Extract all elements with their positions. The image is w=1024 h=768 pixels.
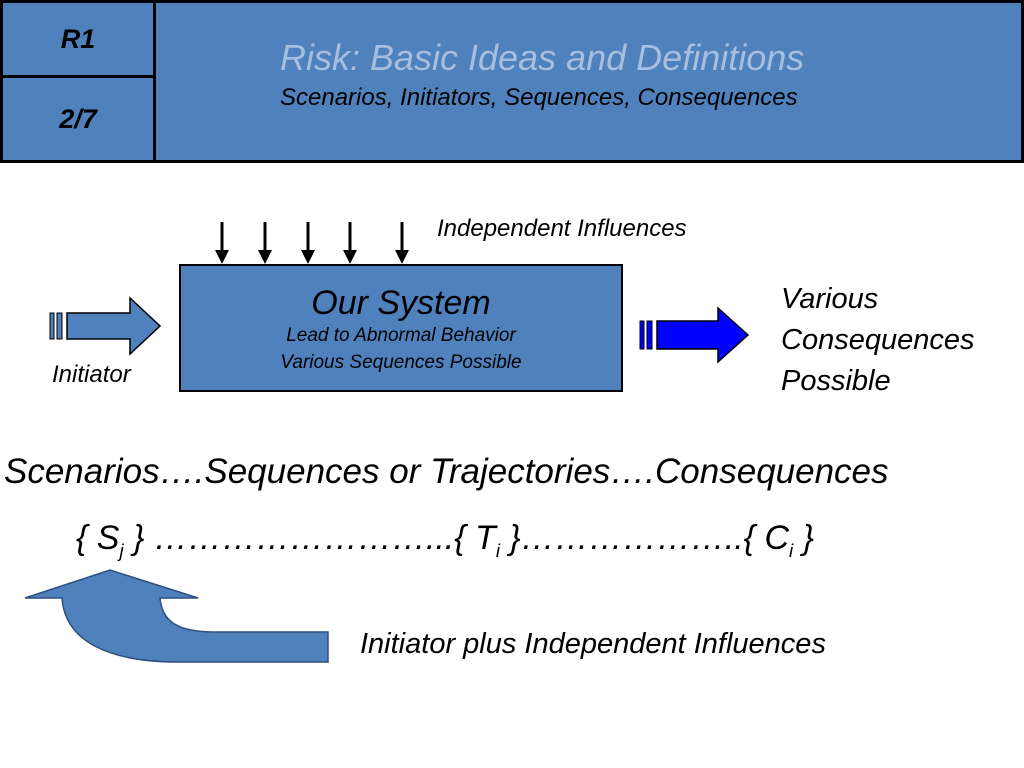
system-line-1: Lead to Abnormal Behavior xyxy=(286,325,516,346)
slide-id: R1 xyxy=(60,23,96,54)
footer-note: Initiator plus Independent Influences xyxy=(360,628,826,660)
slide-header: R1 2/7 Risk: Basic Ideas and Definitions… xyxy=(0,0,1024,163)
slide-page-number: 2/7 xyxy=(59,103,97,134)
formula-s-close: } ……………………...{ T xyxy=(123,519,496,557)
scenario-formula: { Sj } ……………………...{ Ti }………………..{ Ci } xyxy=(76,519,814,562)
influences-label: Independent Influences xyxy=(437,215,687,242)
system-line-2: Various Sequences Possible xyxy=(280,352,522,373)
system-box: Our System Lead to Abnormal Behavior Var… xyxy=(179,264,623,392)
consequences-line-1: Various xyxy=(781,283,879,315)
influence-arrow-4 xyxy=(343,222,357,264)
slide-page-cell xyxy=(0,75,156,163)
formula-c-sub: i xyxy=(789,539,794,561)
scenario-heading: Scenarios….Sequences or Trajectories….Co… xyxy=(4,452,889,491)
influence-arrow-3 xyxy=(301,222,315,264)
slide-subtitle: Scenarios, Initiators, Sequences, Conseq… xyxy=(280,84,798,111)
system-title: Our System xyxy=(311,284,491,322)
influence-arrow-1 xyxy=(215,222,229,264)
consequences-label: Various Consequences Possible xyxy=(781,279,974,402)
initiator-arrow xyxy=(49,296,162,356)
formula-s-open: { S xyxy=(76,519,120,557)
formula-s-sub: j xyxy=(119,539,124,561)
influence-arrow-5 xyxy=(395,222,409,264)
feedback-arrow xyxy=(24,569,329,663)
slide-title: Risk: Basic Ideas and Definitions xyxy=(280,37,805,78)
initiator-label: Initiator xyxy=(52,361,131,388)
consequences-arrow xyxy=(639,306,750,364)
influence-arrow-2 xyxy=(258,222,272,264)
consequences-line-2: Consequences xyxy=(781,324,975,356)
consequences-line-3: Possible xyxy=(781,365,891,397)
formula-t-sub: i xyxy=(495,539,500,561)
formula-t-close: }………………..{ C xyxy=(499,519,790,557)
formula-c-close: } xyxy=(793,519,814,557)
title-cell xyxy=(153,0,1024,163)
